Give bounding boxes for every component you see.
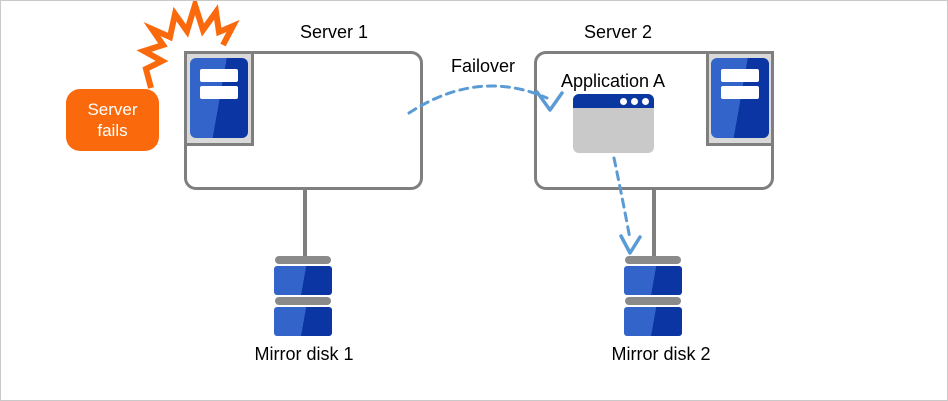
app-to-disk-arrowhead-icon xyxy=(619,234,642,255)
server-fails-badge: Server fails xyxy=(66,89,159,151)
disk-bar xyxy=(625,256,681,264)
disk-bar xyxy=(275,256,331,264)
explosion-burst-icon xyxy=(136,1,240,89)
mirror-disk-icon xyxy=(624,256,682,338)
server1-label: Server 1 xyxy=(299,22,369,42)
window-buttons-icon xyxy=(620,98,649,105)
server2-label: Server 2 xyxy=(583,22,653,42)
application-window-icon xyxy=(573,94,654,153)
failover-arrow xyxy=(407,84,549,115)
disk-platter xyxy=(274,266,332,295)
disk-platter xyxy=(624,266,682,295)
mirror-disk1-label: Mirror disk 1 xyxy=(254,344,354,364)
server-tower-icon xyxy=(190,58,248,138)
tower-slot xyxy=(200,86,238,99)
mirror-disk2-label: Mirror disk 2 xyxy=(611,344,711,364)
disk-bar xyxy=(275,297,331,305)
disk-bar xyxy=(625,297,681,305)
disk-platter xyxy=(274,307,332,336)
tower-slot xyxy=(200,69,238,82)
application-label: Application A xyxy=(560,71,666,91)
mirror-disk-icon xyxy=(274,256,332,338)
failover-label: Failover xyxy=(450,56,516,76)
disk-platter xyxy=(624,307,682,336)
badge-line2: fails xyxy=(97,121,128,140)
badge-line1: Server xyxy=(87,100,138,119)
server-tower-icon xyxy=(711,58,769,138)
tower-slot xyxy=(721,69,759,82)
tower-slot xyxy=(721,86,759,99)
window-titlebar xyxy=(573,94,654,108)
